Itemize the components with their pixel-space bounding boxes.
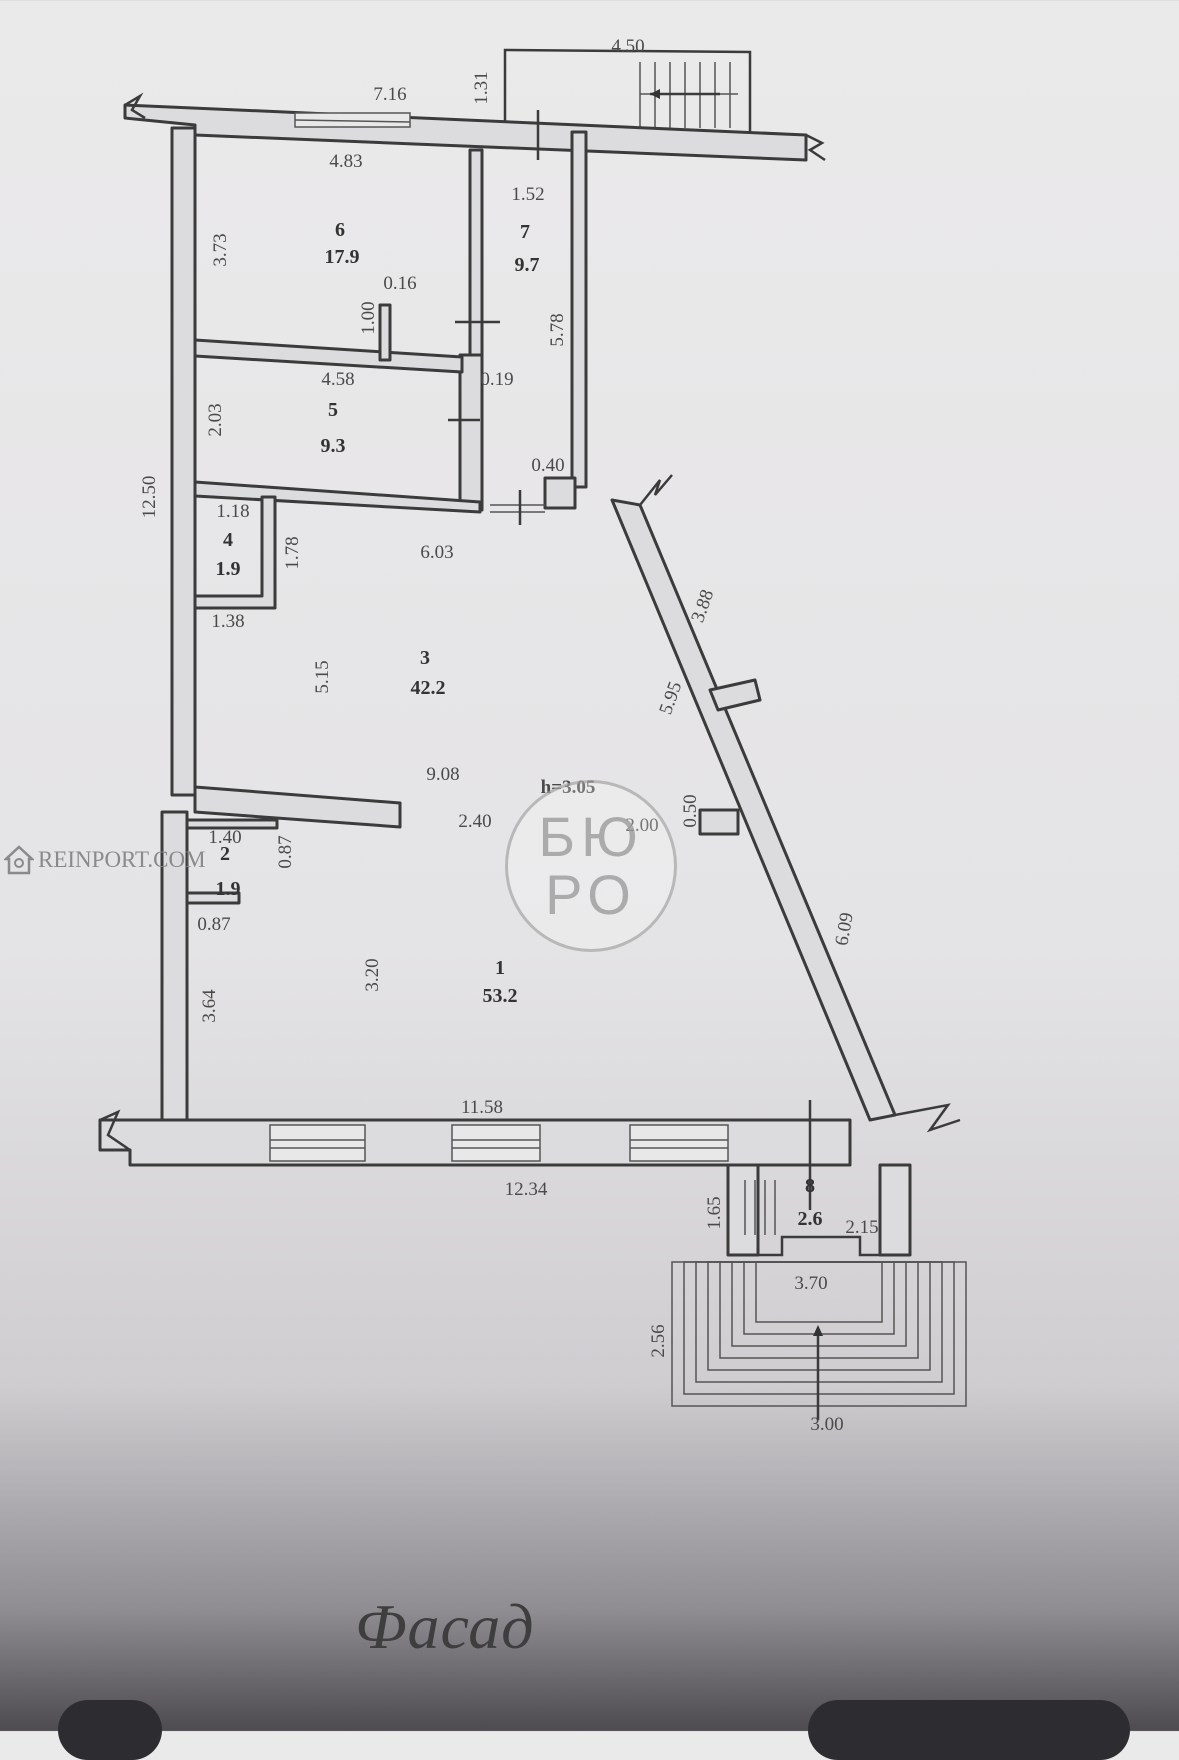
dim-label: 2.40 — [458, 811, 491, 832]
dim-label: 5.95 — [655, 679, 686, 717]
dim-label: 3.88 — [687, 587, 718, 625]
dim-label: 1.52 — [511, 184, 544, 205]
room-2-area: 1.9 — [216, 878, 241, 900]
buro-stamp-watermark: БЮ РО — [505, 780, 677, 952]
reinport-site-text: REINPORT.COM — [38, 847, 206, 872]
dim-label: 6.09 — [831, 911, 857, 947]
room-8-number: 8 — [805, 1175, 815, 1197]
door-marks — [448, 110, 812, 1210]
room-2-number: 2 — [220, 843, 230, 865]
overlay-button-left[interactable] — [58, 1700, 162, 1760]
dim-label: 4.50 — [611, 36, 644, 57]
dim-label: 12.34 — [505, 1179, 548, 1200]
dim-label: 3.20 — [362, 958, 383, 991]
dim-label: 1.38 — [211, 611, 244, 632]
dim-label: 11.58 — [461, 1097, 503, 1118]
dim-label: 0.87 — [275, 835, 296, 868]
room-6-area: 17.9 — [325, 246, 360, 268]
dim-label: 2.03 — [205, 403, 226, 436]
windows — [269, 112, 729, 1162]
room-4-number: 4 — [223, 529, 233, 551]
dim-label: 1.18 — [216, 501, 249, 522]
dim-label: 0.19 — [480, 369, 513, 390]
dim-label: 1.65 — [704, 1196, 725, 1229]
room-1-number: 1 — [495, 957, 505, 979]
dim-label: 4.83 — [329, 151, 362, 172]
room-3-number: 3 — [420, 647, 430, 669]
dim-label: 2.56 — [648, 1324, 669, 1357]
dim-label: 0.87 — [197, 914, 230, 935]
interior-walls — [185, 130, 588, 905]
room-5-number: 5 — [328, 399, 338, 421]
overlay-button-right[interactable] — [808, 1700, 1130, 1760]
facade-caption: Фасад — [355, 1591, 535, 1662]
room-7-number: 7 — [520, 221, 530, 243]
reinport-watermark: REINPORT.COM — [2, 845, 206, 875]
dim-label: 6.03 — [420, 542, 453, 563]
dim-label: 0.16 — [383, 273, 416, 294]
room-labels: 1 53.2 2 1.9 3 42.2 4 1.9 5 9.3 6 17.9 7… — [216, 219, 823, 1230]
dim-label: 1.31 — [471, 71, 492, 104]
dim-label: 0.50 — [680, 794, 701, 827]
room-3-area: 42.2 — [411, 677, 446, 699]
dim-label: 1.00 — [358, 301, 379, 334]
room-5-area: 9.3 — [321, 435, 346, 457]
entrance-porch — [671, 1163, 967, 1420]
dim-label: 2.15 — [845, 1217, 878, 1238]
exterior-walls — [98, 92, 961, 1167]
dim-label: 3.00 — [810, 1414, 843, 1435]
room-8-area: 2.6 — [798, 1208, 823, 1230]
room-7-area: 9.7 — [515, 254, 540, 276]
room-1-area: 53.2 — [483, 985, 518, 1007]
dim-label: 5.15 — [312, 660, 333, 693]
dim-label: 1.40 — [208, 827, 241, 848]
dim-label: 3.70 — [794, 1273, 827, 1294]
room-4-area: 1.9 — [216, 558, 241, 580]
dim-label: 9.08 — [426, 764, 459, 785]
room-6-number: 6 — [335, 219, 345, 241]
dim-label: 1.78 — [282, 536, 303, 569]
stamp-line-2: РО — [545, 863, 637, 926]
dim-label: 7.16 — [373, 84, 406, 105]
dim-label: 0.40 — [531, 455, 564, 476]
dim-label: 3.64 — [199, 989, 220, 1023]
dim-label: 4.58 — [321, 369, 354, 390]
dim-label: 5.78 — [547, 313, 568, 346]
stamp-line-1: БЮ — [538, 805, 644, 868]
dimension-labels: 4.50 7.16 1.31 4.83 1.52 3.73 0.16 1.00 … — [139, 36, 879, 1435]
dim-label: 12.50 — [139, 476, 160, 519]
dim-label: 3.73 — [210, 233, 231, 266]
house-icon — [2, 845, 36, 875]
